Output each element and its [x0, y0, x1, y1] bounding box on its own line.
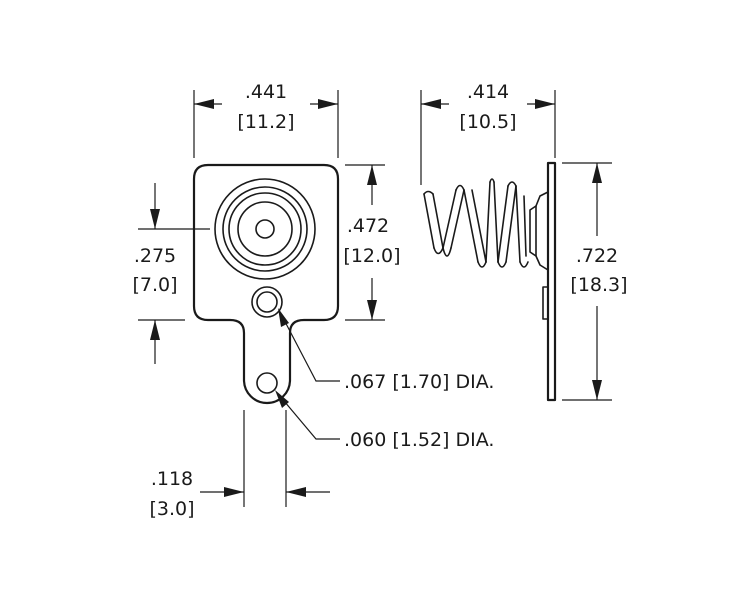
- contact-plate-outline: [192, 163, 340, 405]
- depth-inch-label: .414: [467, 81, 509, 103]
- width-inch-label: .441: [245, 81, 287, 103]
- overall-mm-label: [18.3]: [570, 274, 627, 296]
- dimension-height: .472 [12.0]: [343, 164, 401, 321]
- tab-inch-label: .118: [151, 468, 193, 490]
- depth-mm-label: [10.5]: [459, 111, 516, 133]
- callout-hole-upper: .067 [1.70] DIA.: [278, 308, 494, 393]
- height-mm-label: [12.0]: [343, 245, 400, 267]
- height-inch-label: .472: [347, 215, 389, 237]
- dimension-tab: .118 [3.0]: [149, 410, 330, 520]
- side-tab: [542, 286, 549, 320]
- dimension-width: .441 [11.2]: [193, 81, 339, 158]
- center-mm-label: [7.0]: [132, 274, 177, 296]
- front-view: [192, 163, 340, 405]
- tab-mm-label: [3.0]: [149, 498, 194, 520]
- width-mm-label: [11.2]: [237, 111, 294, 133]
- center-inch-label: .275: [134, 245, 176, 267]
- spring-coil-side: [423, 178, 529, 268]
- hole-lower-label: .060 [1.52] DIA.: [344, 429, 494, 451]
- callout-hole-lower: .060 [1.52] DIA.: [275, 390, 494, 451]
- spring-coil-face: [214, 178, 316, 280]
- side-boss: [535, 191, 549, 271]
- side-plate: [546, 161, 557, 402]
- side-view: [423, 161, 557, 402]
- mounting-hole-upper: [251, 286, 283, 318]
- mounting-hole-lower: [256, 372, 278, 394]
- hole-upper-label: .067 [1.70] DIA.: [344, 371, 494, 393]
- dimension-center: .275 [7.0]: [132, 183, 210, 364]
- dimension-overall: .722 [18.3]: [562, 162, 628, 401]
- dimension-depth: .414 [10.5]: [420, 81, 556, 185]
- overall-inch-label: .722: [576, 245, 618, 267]
